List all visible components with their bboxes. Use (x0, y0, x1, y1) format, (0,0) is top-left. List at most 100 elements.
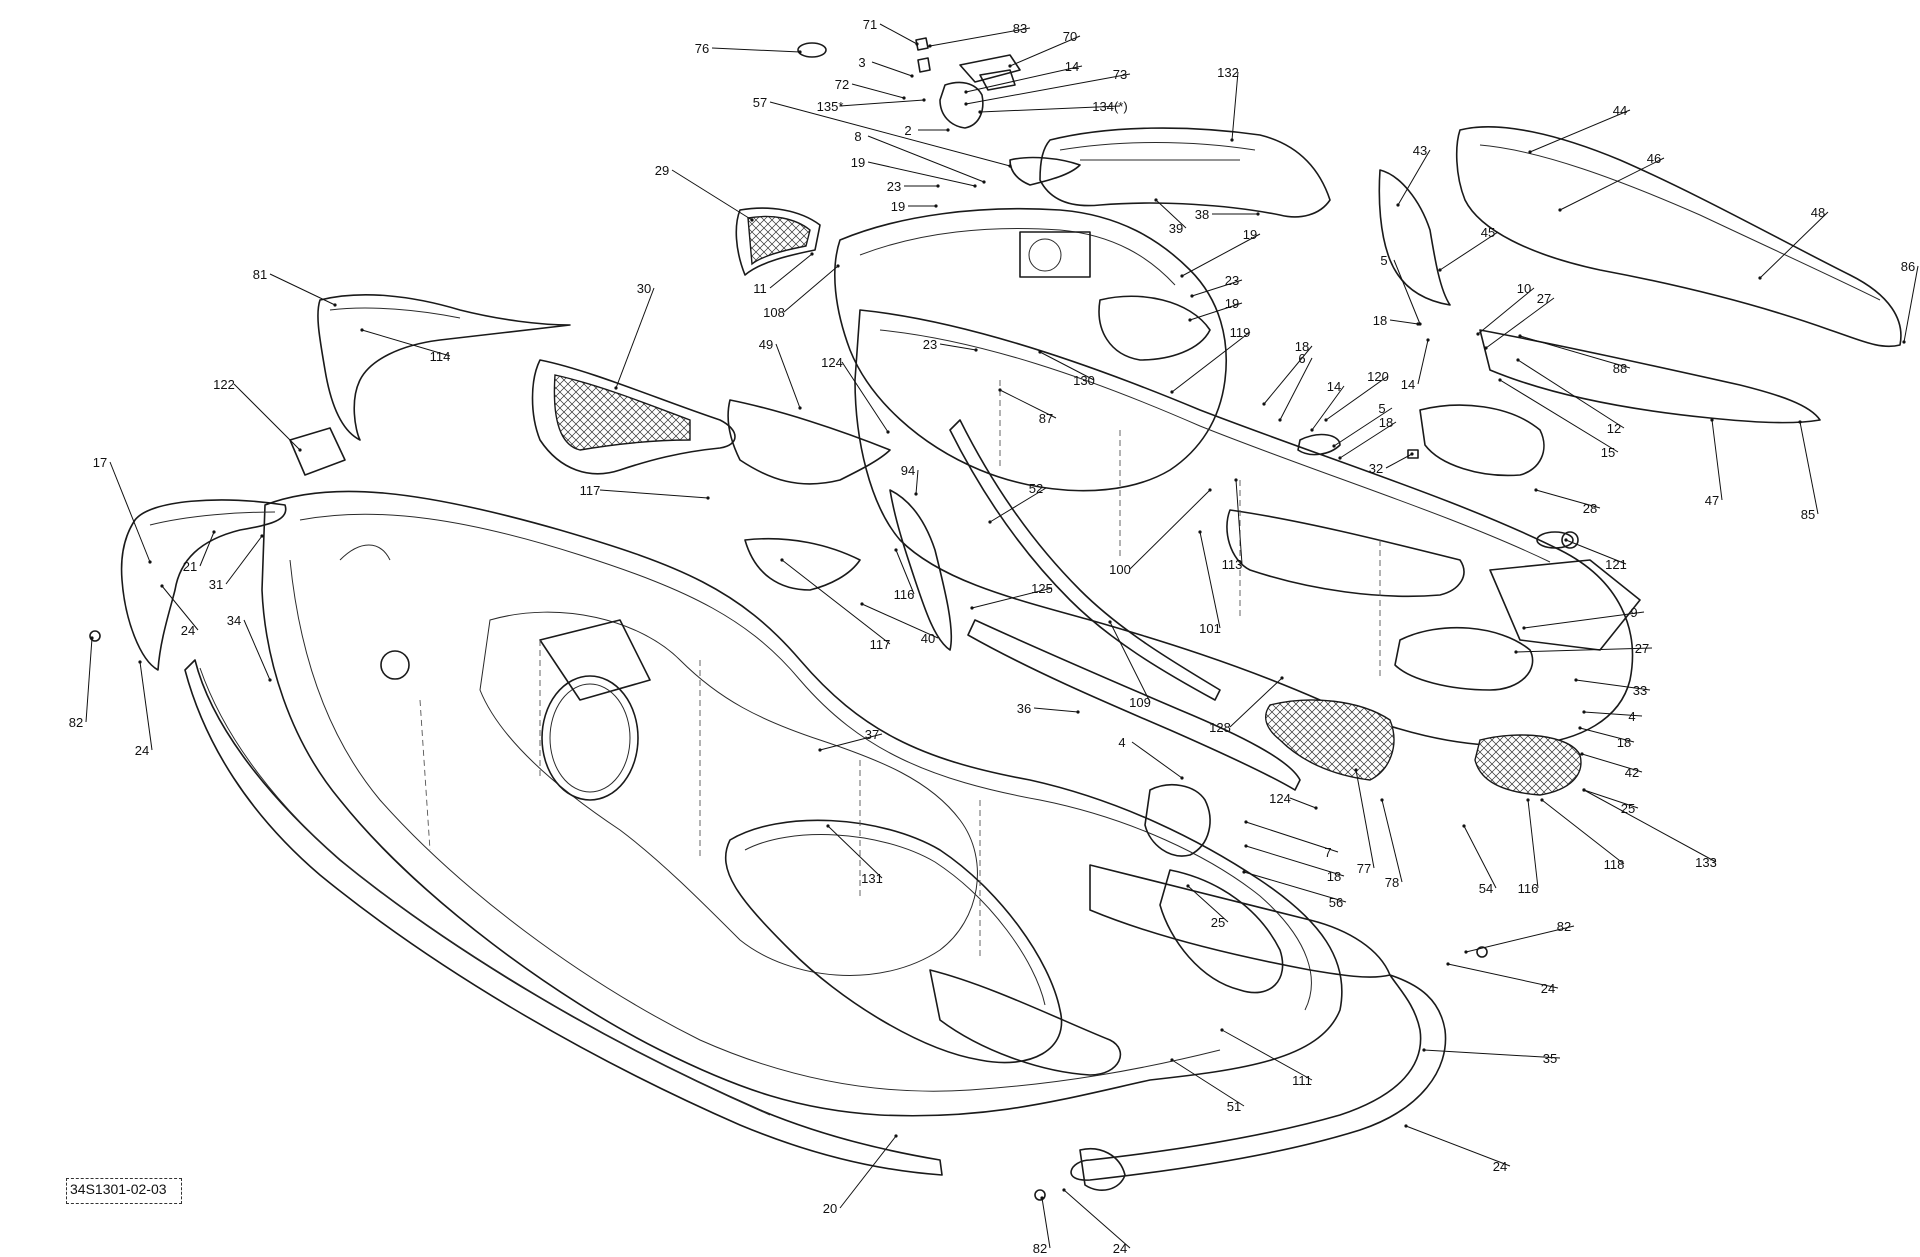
callout-number: 48 (1811, 205, 1825, 220)
leader-tip (860, 602, 864, 606)
callout-44: 44 (1528, 103, 1631, 154)
leader-tip (1758, 276, 1762, 280)
leader-tip (1582, 710, 1586, 714)
callout-12: 12 (1516, 358, 1625, 436)
leader-tip (1310, 428, 1314, 432)
leader-line (1397, 149, 1431, 206)
hull (261, 490, 1343, 1117)
leader-line (711, 47, 801, 53)
display-cluster (797, 37, 1021, 129)
leader-line (965, 65, 1083, 93)
callout-number: 71 (863, 17, 877, 32)
callout-8: 8 (854, 129, 986, 184)
callout-37: 37 (818, 727, 883, 752)
leader-line (1477, 287, 1535, 335)
leader-tip (212, 530, 216, 534)
callout-number: 56 (1329, 895, 1343, 910)
callout-34: 34 (227, 613, 272, 682)
callout-number: 24 (1541, 981, 1555, 996)
callout-number: 14 (1065, 59, 1079, 74)
callout-113: 113 (1222, 478, 1243, 572)
leader-line (1423, 1049, 1561, 1059)
callout-31: 31 (209, 534, 264, 592)
callout-number: 87 (1039, 411, 1053, 426)
callout-108: 108 (763, 264, 840, 320)
leader-line (1527, 799, 1539, 889)
leader-tip (988, 520, 992, 524)
leader-tip (1462, 824, 1466, 828)
callout-24: 24 (1404, 1124, 1511, 1174)
leader-line (1033, 707, 1079, 713)
leader-tip (1578, 726, 1582, 730)
callout-47: 47 (1705, 418, 1723, 508)
callout-134(*): 134(*) (978, 99, 1128, 114)
callout-number: 125 (1031, 581, 1053, 596)
leader-line (1385, 453, 1413, 469)
leader-tip (1188, 318, 1192, 322)
callout-117: 117 (580, 483, 710, 500)
leader-tip (1076, 710, 1080, 714)
leader-tip (1180, 776, 1184, 780)
side-panel-40 (889, 489, 953, 651)
callout-number: 130 (1073, 373, 1095, 388)
leader-line (1559, 157, 1665, 211)
callout-72: 72 (835, 77, 906, 100)
leader-tip (1170, 390, 1174, 394)
leader-line (1199, 531, 1221, 629)
leader-line (1171, 331, 1251, 393)
leader-tip (148, 560, 152, 564)
leader-line (361, 329, 451, 357)
callout-48: 48 (1758, 205, 1829, 280)
leader-line (1541, 799, 1625, 865)
callout-number: 40 (921, 631, 935, 646)
callout-125: 125 (970, 581, 1053, 610)
leader-line (1575, 679, 1651, 691)
callout-number: 18 (1327, 869, 1341, 884)
callout-23: 23 (923, 337, 978, 352)
leader-line (1711, 419, 1723, 501)
callout-number: 14 (1327, 379, 1341, 394)
leader-line (1405, 1125, 1511, 1167)
callout-131: 131 (826, 824, 883, 886)
callout-71: 71 (863, 17, 919, 46)
callout-number: 28 (1583, 501, 1597, 516)
leader-line (85, 637, 93, 723)
callout-number: 2 (904, 123, 911, 138)
leader-line (781, 559, 891, 645)
leader-tip (1220, 1028, 1224, 1032)
leader-line (867, 161, 976, 187)
leader-line (971, 587, 1053, 609)
callout-number: 52 (1029, 481, 1043, 496)
callout-49: 49 (759, 337, 802, 410)
callout-81: 81 (253, 267, 337, 307)
leader-line (1759, 211, 1829, 279)
leader-line (929, 27, 1031, 47)
leader-line (1109, 621, 1151, 703)
leader-tip (1476, 332, 1480, 336)
leader-line (1417, 339, 1429, 385)
callout-number: 39 (1169, 221, 1183, 236)
leader-line (1289, 797, 1317, 809)
callout-number: 111 (1292, 1073, 1312, 1088)
callout-117: 117 (780, 558, 890, 652)
leader-tip (894, 1134, 898, 1138)
callout-number: 32 (1369, 461, 1383, 476)
callout-101: 101 (1198, 530, 1221, 636)
leader-line (1181, 233, 1261, 277)
callout-number: 78 (1385, 875, 1399, 890)
leader-tip (1198, 530, 1202, 534)
leader-line (999, 389, 1057, 419)
leader-line (839, 1135, 897, 1209)
leader-tip (1404, 1124, 1408, 1128)
leader-tip (750, 218, 754, 222)
callout-20: 20 (823, 1134, 898, 1216)
callout-number: 116 (1518, 881, 1539, 896)
callout-number: 18 (1295, 339, 1309, 354)
leader-tip (982, 180, 986, 184)
callout-100: 100 (1109, 488, 1212, 577)
leader-line (1499, 379, 1619, 453)
callout-27: 27 (1514, 641, 1653, 656)
leader-tip (1186, 884, 1190, 888)
leader-line (841, 361, 889, 433)
callout-19: 19 (1188, 296, 1243, 322)
